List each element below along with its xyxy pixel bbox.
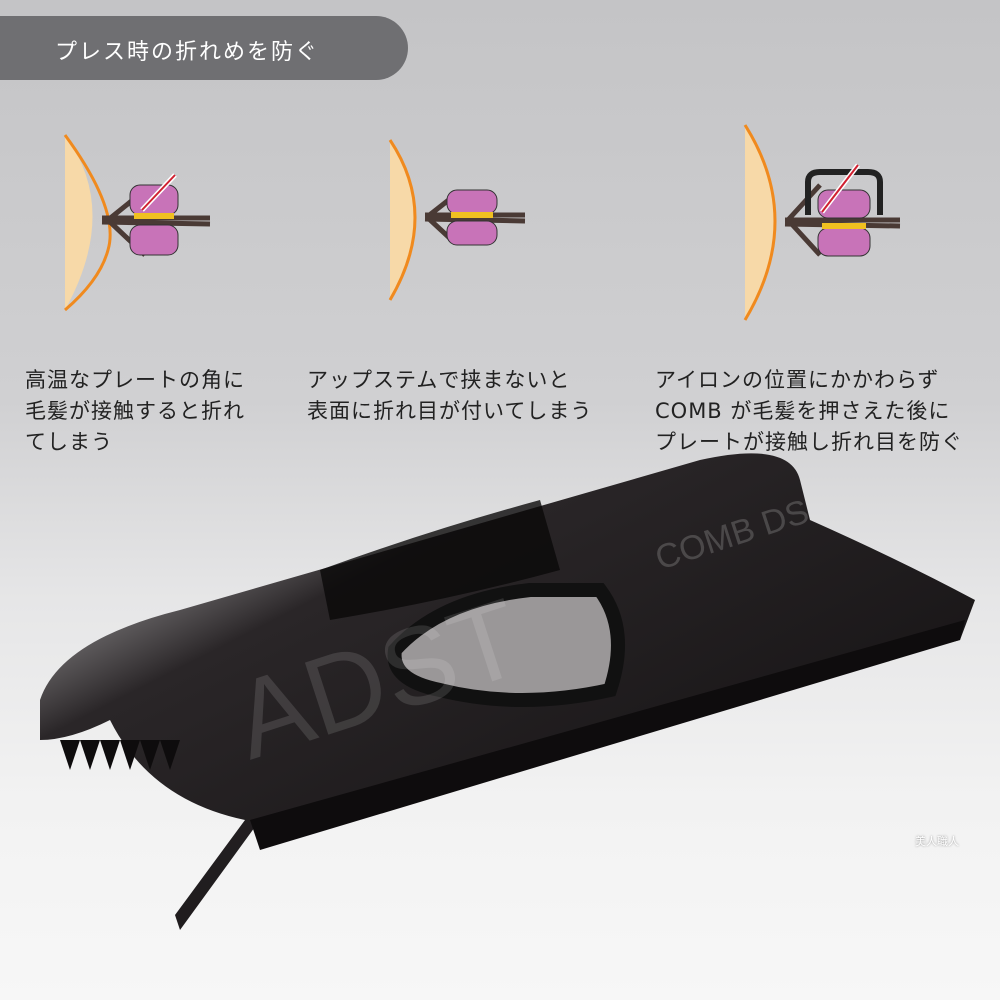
caption-3: アイロンの位置にかかわらず COMB が毛髪を押さえた後に プレートが接触し折れ… (655, 365, 963, 458)
caption-line: 高温なプレートの角に (25, 368, 245, 392)
diagram-comb-protects (743, 124, 901, 321)
title-text: プレス時の折れめを防ぐ (55, 40, 320, 65)
caption-2: アップステムで挟まないと 表面に折れ目が付いてしまう (307, 365, 592, 427)
caption-line: アイロンの位置にかかわらず (655, 368, 940, 392)
caption-1: 高温なプレートの角に 毛髪が接触すると折れ てしまう (25, 365, 245, 458)
diagram-no-upstem (388, 139, 526, 301)
title-banner: プレス時の折れめを防ぐ (0, 16, 408, 80)
caption-line: てしまう (25, 430, 113, 454)
caption-line: COMB が毛髪を押さえた後に (655, 399, 951, 423)
caption-line: 毛髪が接触すると折れ (25, 399, 245, 423)
product-comb-image: ADST COMB DS (40, 453, 975, 930)
caption-line: 表面に折れ目が付いてしまう (307, 399, 593, 423)
diagram-plate-corner-contact (63, 134, 211, 312)
caption-line: プレートが接触し折れ目を防ぐ (655, 430, 963, 454)
watermark: 美人職人 (915, 835, 959, 848)
caption-line: アップステムで挟まないと (307, 368, 571, 392)
